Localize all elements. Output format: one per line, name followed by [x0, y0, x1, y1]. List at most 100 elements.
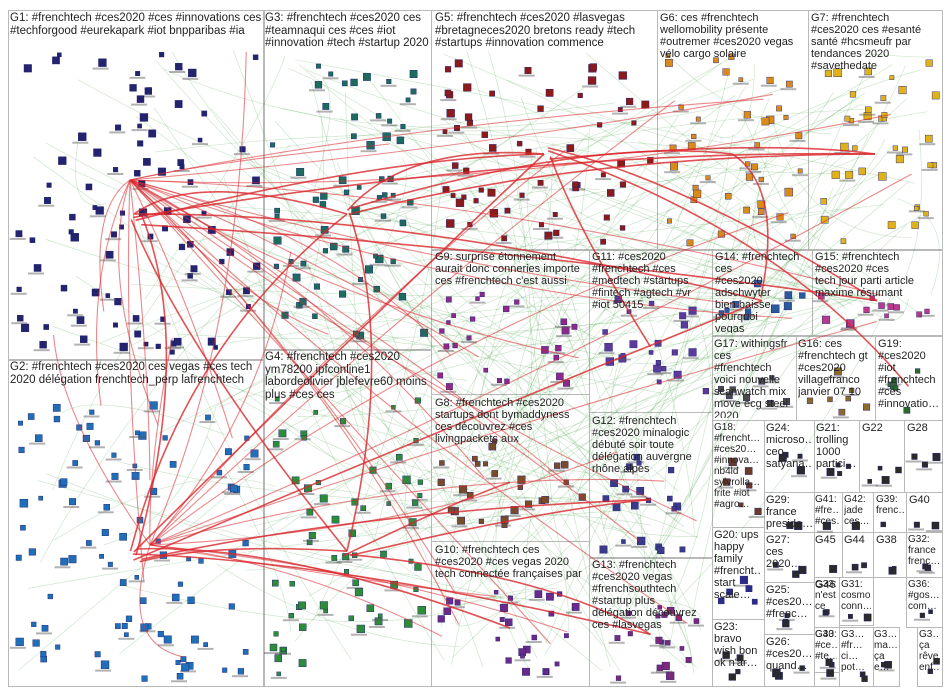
- node: [473, 198, 479, 204]
- node: [680, 321, 688, 329]
- group-box-g27: [764, 532, 815, 583]
- green-edge: [496, 69, 921, 311]
- group-box-g46: [814, 577, 840, 628]
- node: [499, 617, 505, 622]
- node-label-mark: [820, 476, 837, 479]
- node-label-mark: [448, 606, 465, 609]
- node: [554, 661, 560, 667]
- green-edge: [602, 295, 801, 533]
- node-label-mark: [748, 515, 765, 518]
- node: [922, 563, 929, 570]
- node-label-mark: [63, 506, 80, 508]
- green-edge: [232, 50, 360, 432]
- group-box-g15: [812, 249, 943, 336]
- green-edge: [677, 205, 699, 227]
- node: [525, 500, 533, 508]
- node: [89, 409, 95, 415]
- node: [893, 385, 899, 391]
- node: [375, 113, 382, 119]
- node-label-mark: [9, 646, 26, 649]
- group-box-g39: [873, 492, 907, 533]
- group-box-g1: [8, 10, 265, 361]
- node: [72, 308, 78, 314]
- node-label-mark: [887, 151, 903, 154]
- node: [560, 318, 568, 326]
- node-label-mark: [129, 436, 146, 438]
- red-edge: [141, 223, 878, 302]
- node-label-mark: [461, 126, 478, 129]
- node-label-mark: [820, 677, 837, 680]
- node: [661, 661, 670, 670]
- green-edge: [608, 598, 701, 624]
- green-edge: [419, 393, 505, 525]
- node-label-mark: [738, 119, 754, 122]
- green-edge: [178, 111, 927, 245]
- red-edge: [149, 51, 247, 546]
- node: [111, 472, 119, 480]
- node: [94, 651, 101, 658]
- node: [288, 613, 294, 619]
- node: [604, 343, 613, 352]
- node-label-mark: [290, 176, 307, 179]
- node: [537, 105, 544, 112]
- node: [516, 140, 523, 147]
- node: [745, 308, 752, 315]
- node: [745, 585, 753, 593]
- node: [792, 570, 800, 578]
- node: [505, 618, 513, 626]
- node-label-mark: [102, 567, 119, 570]
- node-label-mark: [436, 134, 453, 137]
- node: [40, 651, 47, 658]
- green-edge: [520, 97, 682, 328]
- red-edge: [149, 544, 568, 633]
- node: [531, 634, 537, 641]
- node-label-mark: [369, 263, 386, 266]
- node: [124, 632, 129, 637]
- node-label-mark: [610, 681, 627, 684]
- node: [402, 475, 411, 484]
- node-label-mark: [399, 103, 416, 106]
- node: [519, 192, 525, 198]
- node: [134, 575, 139, 580]
- node-label-mark: [224, 493, 241, 495]
- green-edge: [640, 294, 892, 637]
- node: [457, 516, 465, 525]
- node: [331, 515, 340, 524]
- node: [237, 668, 245, 675]
- node-label-mark: [767, 568, 784, 571]
- node: [451, 313, 456, 318]
- node: [91, 288, 100, 297]
- node: [891, 377, 897, 383]
- node-label-mark: [95, 669, 112, 672]
- node: [47, 593, 53, 600]
- node-label-mark: [268, 219, 285, 222]
- green-edge: [751, 305, 780, 338]
- node: [296, 167, 305, 176]
- group-box-g2: [8, 359, 265, 687]
- node: [599, 545, 608, 554]
- node-label-mark: [372, 619, 389, 621]
- node: [107, 561, 113, 567]
- node: [786, 80, 793, 88]
- node: [446, 109, 455, 118]
- node: [269, 643, 278, 652]
- group-box-g21: [814, 420, 860, 493]
- node: [561, 326, 570, 335]
- node: [761, 117, 770, 126]
- node: [207, 337, 216, 346]
- node-label-mark: [819, 666, 836, 669]
- node: [514, 299, 520, 305]
- node: [545, 88, 554, 97]
- node: [845, 463, 851, 469]
- node-label-mark: [402, 526, 419, 529]
- node: [602, 329, 608, 335]
- node-label-mark: [777, 405, 794, 408]
- node: [618, 71, 627, 80]
- green-edge: [153, 107, 508, 617]
- node: [463, 83, 472, 92]
- node: [921, 461, 928, 468]
- node: [544, 231, 553, 240]
- node: [308, 532, 316, 540]
- node: [313, 410, 319, 415]
- green-edge: [298, 64, 657, 345]
